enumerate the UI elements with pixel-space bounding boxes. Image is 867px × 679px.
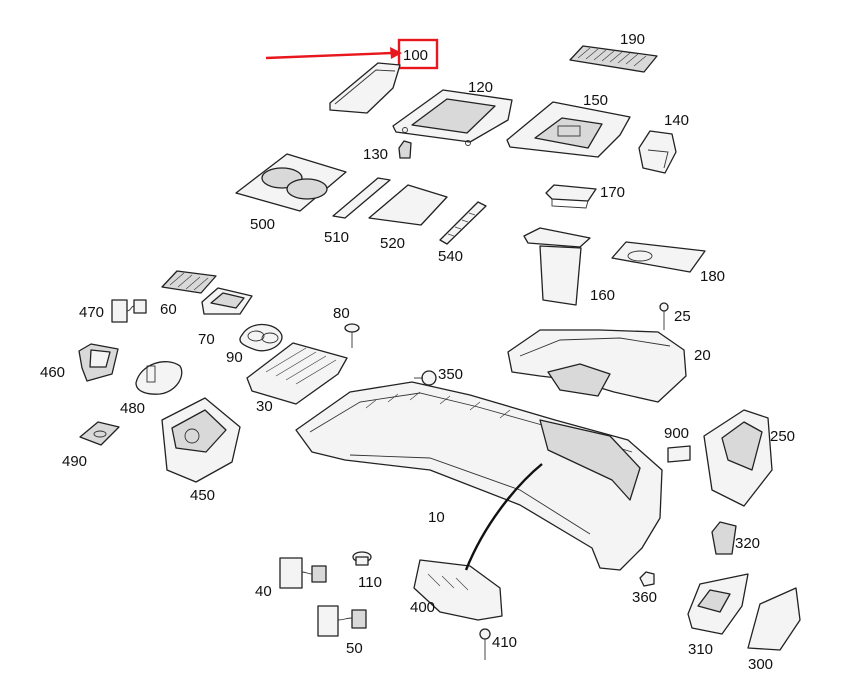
part-labels: 100 190 120 150 140 130 170 500 510 520 …: [40, 31, 795, 673]
label-410: 410: [492, 634, 517, 651]
label-90: 90: [226, 349, 243, 366]
part-50-switch[interactable]: [317, 605, 367, 637]
part-140-switch[interactable]: [638, 130, 677, 174]
part-400-bracket[interactable]: [413, 559, 503, 621]
highlight-arrow: [265, 51, 393, 60]
part-190-grille[interactable]: [569, 45, 658, 73]
part-20-armrest[interactable]: [507, 329, 687, 403]
part-120-frame[interactable]: [392, 89, 513, 146]
cable-leader: [464, 463, 543, 571]
label-510: 510: [324, 229, 349, 246]
label-480: 480: [120, 400, 145, 417]
label-20: 20: [694, 347, 711, 364]
part-310-panel[interactable]: [687, 573, 749, 635]
part-490-pad[interactable]: [79, 421, 120, 446]
label-60: 60: [160, 301, 177, 318]
part-470-socket[interactable]: [111, 299, 147, 323]
part-510-strip[interactable]: [332, 177, 391, 219]
part-410-bolt[interactable]: [479, 628, 491, 660]
part-480-holder[interactable]: [135, 361, 183, 395]
part-520-panel[interactable]: [368, 184, 448, 226]
part-25-bolt[interactable]: [659, 302, 669, 330]
highlight-box: [397, 38, 439, 70]
label-150: 150: [583, 92, 608, 109]
label-170: 170: [600, 184, 625, 201]
part-450-module[interactable]: [161, 397, 241, 483]
part-160-box[interactable]: [523, 227, 591, 306]
label-40: 40: [255, 583, 272, 600]
part-500-cover[interactable]: [235, 153, 347, 212]
label-130: 130: [363, 146, 388, 163]
label-500: 500: [250, 216, 275, 233]
part-90-ring[interactable]: [239, 323, 283, 352]
part-60-mat[interactable]: [161, 270, 217, 294]
part-320-switch[interactable]: [711, 521, 737, 555]
label-25: 25: [674, 308, 691, 325]
label-540: 540: [438, 248, 463, 265]
highlight-100: [265, 38, 439, 70]
label-300: 300: [748, 656, 773, 673]
label-460: 460: [40, 364, 65, 381]
label-30: 30: [256, 398, 273, 415]
part-300-cover[interactable]: [747, 587, 801, 651]
label-360: 360: [632, 589, 657, 606]
label-470: 470: [79, 304, 104, 321]
highlight-arrowhead: [390, 47, 402, 59]
part-150-bezel[interactable]: [506, 101, 631, 158]
label-160: 160: [590, 287, 615, 304]
part-170-tray[interactable]: [545, 184, 597, 209]
label-70: 70: [198, 331, 215, 348]
label-490: 490: [62, 453, 87, 470]
label-140: 140: [664, 112, 689, 129]
part-80-screw[interactable]: [344, 323, 360, 348]
part-100-lid[interactable]: [329, 62, 401, 114]
part-460-cup[interactable]: [78, 343, 119, 382]
label-400: 400: [410, 599, 435, 616]
part-360-nut[interactable]: [639, 571, 655, 587]
part-900-label[interactable]: [667, 445, 691, 463]
label-350: 350: [438, 366, 463, 383]
label-250: 250: [770, 428, 795, 445]
label-110: 110: [358, 574, 382, 591]
label-120: 120: [468, 79, 493, 96]
label-320: 320: [735, 535, 760, 552]
label-10: 10: [428, 509, 445, 526]
part-70-tray[interactable]: [201, 287, 253, 315]
part-250-vent[interactable]: [703, 409, 773, 507]
label-190: 190: [620, 31, 645, 48]
label-450: 450: [190, 487, 215, 504]
part-10-console[interactable]: [295, 381, 663, 571]
part-40-switch[interactable]: [279, 557, 327, 589]
part-30-bracket[interactable]: [246, 342, 348, 405]
label-180: 180: [700, 268, 725, 285]
part-110-cap[interactable]: [352, 551, 372, 566]
part-540-rail[interactable]: [439, 201, 487, 245]
part-180-mat[interactable]: [611, 241, 706, 273]
part-350-fastener[interactable]: [414, 370, 437, 386]
label-50: 50: [346, 640, 363, 657]
label-80: 80: [333, 305, 350, 322]
part-130-clip[interactable]: [398, 140, 412, 159]
label-310: 310: [688, 641, 713, 658]
label-100: 100: [403, 47, 428, 64]
label-900: 900: [664, 425, 689, 442]
label-520: 520: [380, 235, 405, 252]
